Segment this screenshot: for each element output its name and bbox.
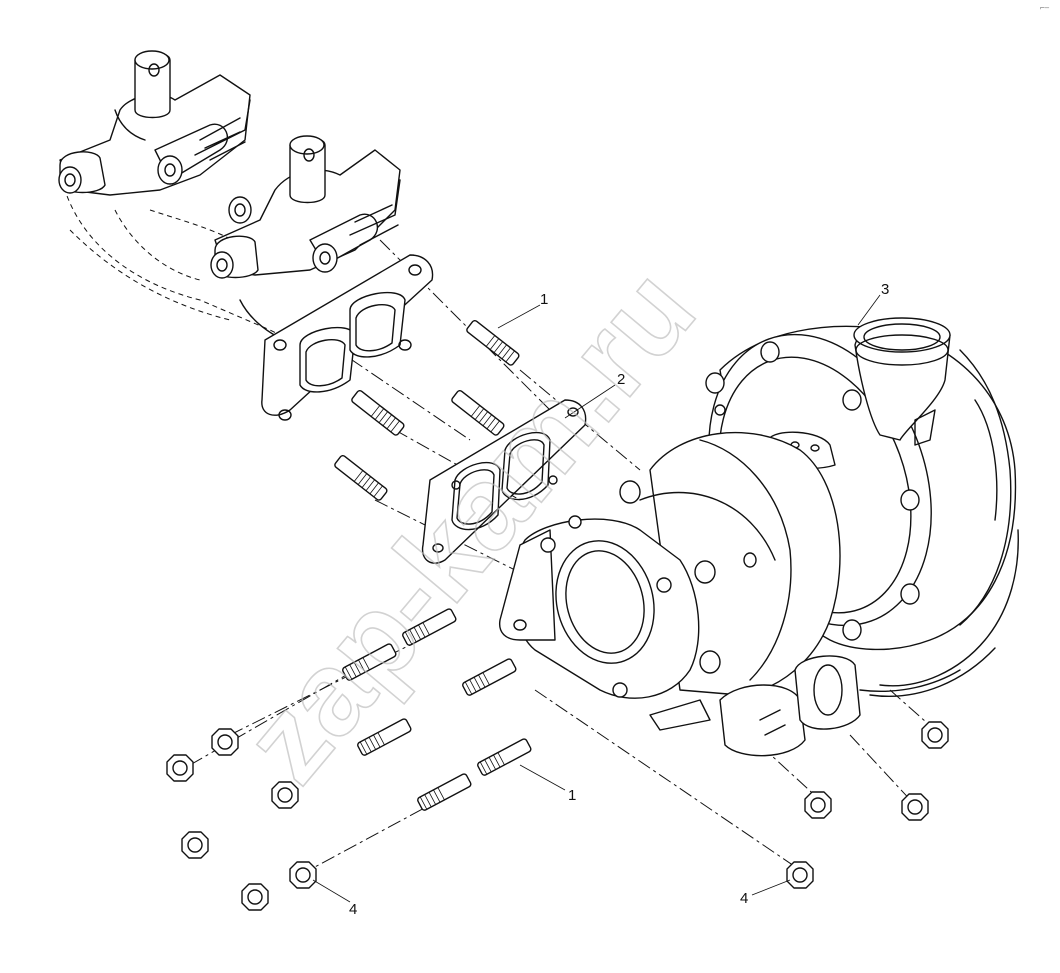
- nuts: [166, 721, 949, 911]
- leader-lines: [312, 294, 881, 903]
- callout-turbocharger: 3: [881, 281, 889, 298]
- callout-nut-right: 4: [740, 890, 748, 907]
- callout-stud-top: 1: [540, 291, 548, 308]
- nut: [181, 831, 209, 859]
- stud: [334, 454, 388, 501]
- stud: [466, 319, 520, 366]
- nut: [241, 883, 269, 911]
- stud: [351, 389, 405, 436]
- nut: [804, 791, 832, 819]
- callout-nut-left: 4: [349, 901, 357, 918]
- corner-mark: ⌐–: [1040, 3, 1050, 12]
- nut: [786, 861, 814, 889]
- nut: [921, 721, 949, 749]
- nut: [271, 781, 299, 809]
- nut: [166, 754, 194, 782]
- studs: [334, 319, 532, 811]
- stud: [342, 643, 397, 681]
- nut: [901, 793, 929, 821]
- stud: [451, 389, 505, 436]
- callout-stud-bottom: 1: [568, 787, 576, 804]
- callout-gasket: 2: [617, 371, 625, 388]
- stud: [417, 773, 472, 811]
- nut: [289, 861, 317, 889]
- stud: [462, 658, 517, 696]
- stud: [402, 608, 457, 646]
- gasket: [421, 399, 587, 564]
- exhaust-manifold: [58, 50, 434, 421]
- stud: [477, 738, 532, 776]
- turbocharger: [498, 317, 1019, 757]
- nut: [211, 728, 239, 756]
- stud: [357, 718, 412, 756]
